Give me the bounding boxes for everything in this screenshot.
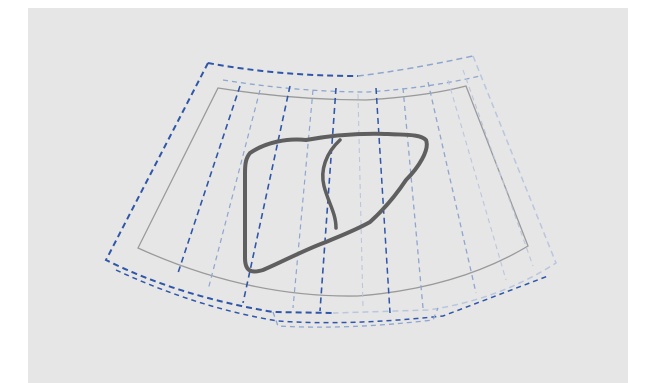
liver-ultrasound-sweep-diagram <box>28 8 628 383</box>
diagram-canvas <box>28 8 628 383</box>
